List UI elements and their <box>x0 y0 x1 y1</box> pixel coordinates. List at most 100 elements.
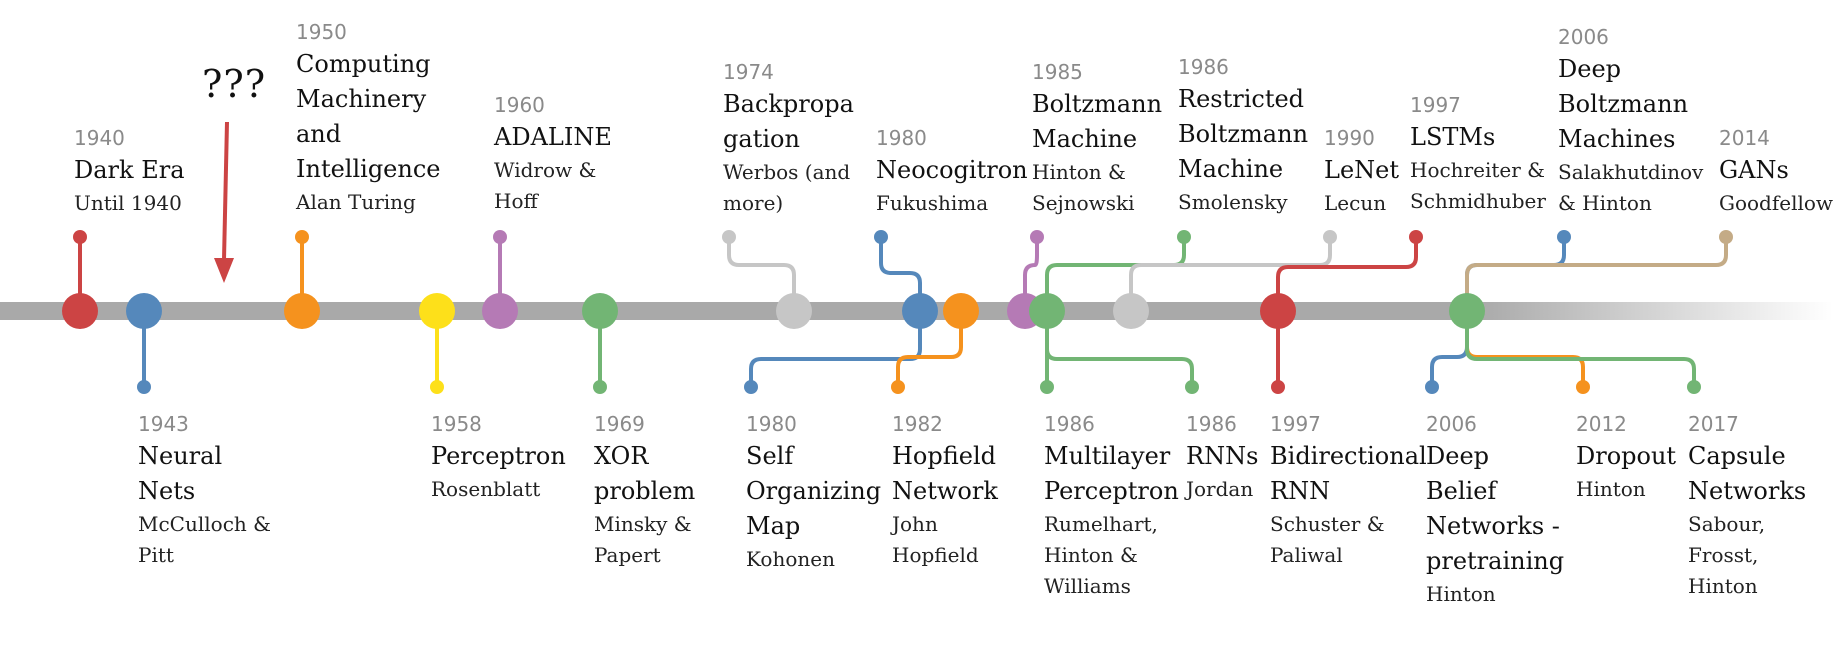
event-title: LeNet <box>1324 156 1399 184</box>
node-1958 <box>419 293 455 329</box>
connector-end-dot-top <box>1557 230 1571 244</box>
connector-2017 <box>1465 309 1696 389</box>
connector-end-dot-top <box>493 230 507 244</box>
event-year: 1943 <box>138 412 189 436</box>
connector-end-dot-top <box>722 230 736 244</box>
event-title: LSTMs <box>1410 123 1496 151</box>
event-year: 1980 <box>746 412 797 436</box>
event-title: Neural Nets <box>138 442 223 505</box>
unknown-era-arrow <box>214 121 234 283</box>
event-1997-lstms: 1997 LSTMs Hochreiter & Schmidhuber <box>1410 90 1555 217</box>
connector-end-dot-bottom <box>1040 380 1054 394</box>
node-1974 <box>776 293 812 329</box>
event-year: 1990 <box>1324 126 1375 150</box>
event-author: Sabour, Frosst, Hinton <box>1688 512 1766 598</box>
event-title: GANs <box>1719 156 1789 184</box>
event-title: Deep Belief Networks - pretraining <box>1426 442 1565 575</box>
event-1943-neural-nets: 1943 Neural Nets McCulloch & Pitt <box>138 409 283 571</box>
node-2006 <box>1449 293 1485 329</box>
event-1980-self-organizing-map: 1980 Self Organizing Map Kohonen <box>746 409 882 575</box>
node-1940 <box>62 293 98 329</box>
connector-2006-dbm <box>1465 235 1566 313</box>
event-1990-lenet: 1990 LeNet Lecun <box>1324 123 1404 219</box>
connector-1997-lstm <box>1276 235 1418 313</box>
event-title: Capsule Networks <box>1688 442 1807 505</box>
connector-end-dot-top <box>295 230 309 244</box>
event-year: 1974 <box>723 60 774 84</box>
event-title: Self Organizing Map <box>746 442 882 540</box>
event-author: Minsky & Papert <box>594 512 692 567</box>
connector-end-dot-bottom <box>430 380 444 394</box>
event-author: Hochreiter & Schmidhuber <box>1410 158 1546 213</box>
event-1960-adaline: 1960 ADALINE Widrow & Hoff <box>494 90 614 217</box>
event-year: 1985 <box>1032 60 1083 84</box>
connector-end-dot-bottom <box>891 380 905 394</box>
event-year: 2014 <box>1719 126 1770 150</box>
event-author: Until 1940 <box>74 191 182 215</box>
event-title: Perceptron <box>431 442 566 470</box>
node-1960 <box>482 293 518 329</box>
event-author: Kohonen <box>746 547 835 571</box>
event-year: 2006 <box>1558 25 1609 49</box>
connector-1980-neocogitron <box>879 235 922 313</box>
event-year: 1986 <box>1186 412 1237 436</box>
node-1943 <box>126 293 162 329</box>
connector-end-dot-top <box>1323 230 1337 244</box>
event-title: Restricted Boltzmann Machine <box>1178 85 1309 183</box>
event-title: Dark Era <box>74 156 185 184</box>
event-1982-hopfield-network: 1982 Hopfield Network John Hopfield <box>892 409 1027 571</box>
connector-end-dot-top <box>1409 230 1423 244</box>
node-1990 <box>1113 293 1149 329</box>
connector-end-dot-bottom <box>1185 380 1199 394</box>
event-author: Smolensky <box>1178 190 1288 214</box>
connector-end-dots <box>73 230 1733 394</box>
event-1986-restricted-boltzmann: 1986 Restricted Boltzmann Machine Smolen… <box>1178 52 1313 218</box>
event-year: 1986 <box>1178 55 1229 79</box>
connector-end-dot-top <box>874 230 888 244</box>
unknown-era-marker: ??? <box>202 62 267 106</box>
connector-end-dot-bottom <box>593 380 607 394</box>
connector-1980-som <box>749 309 922 389</box>
connector-end-dot-bottom <box>1271 380 1285 394</box>
event-2012-dropout: 2012 Dropout Hinton <box>1576 409 1686 505</box>
event-title: Hopfield Network <box>892 442 998 505</box>
event-author: Schuster & Paliwal <box>1270 512 1385 567</box>
event-title: Computing Machinery and Intelligence <box>296 50 441 183</box>
event-year: 1969 <box>594 412 645 436</box>
node-1950 <box>284 293 320 329</box>
event-title: Multilayer Perceptron <box>1044 442 1179 505</box>
connector-1982 <box>896 309 963 389</box>
event-1974-backpropagation: 1974 Backpropagation Werbos (and more) <box>723 57 861 219</box>
event-title: Deep Boltzmann Machines <box>1558 55 1689 153</box>
event-author: Hinton <box>1426 582 1496 606</box>
connector-end-dot-bottom <box>1687 380 1701 394</box>
timeline-nodes <box>62 293 1485 329</box>
node-1982 <box>943 293 979 329</box>
connector-end-dot-top <box>73 230 87 244</box>
event-year: 2012 <box>1576 412 1627 436</box>
connector-2014 <box>1465 235 1728 313</box>
connector-end-dot-bottom <box>1576 380 1590 394</box>
event-1985-boltzmann-machine: 1985 Boltzmann Machine Hinton & Sejnowsk… <box>1032 57 1163 219</box>
connector-lines <box>78 235 1728 389</box>
event-1969-xor-problem: 1969 XOR problem Minsky & Papert <box>594 409 744 571</box>
event-year: 1980 <box>876 126 927 150</box>
event-year: 1960 <box>494 93 545 117</box>
event-1958-perceptron: 1958 Perceptron Rosenblatt <box>431 409 586 505</box>
event-year: 1982 <box>892 412 943 436</box>
event-author: Goodfellow <box>1719 191 1833 215</box>
event-author: Hinton & Sejnowski <box>1032 160 1135 215</box>
event-author: Werbos (and more) <box>723 160 851 215</box>
event-author: Jordan <box>1186 477 1254 501</box>
event-author: Rumelhart, Hinton & Williams <box>1044 512 1158 598</box>
event-year: 1997 <box>1410 93 1461 117</box>
event-1950-computing-machinery: 1950 Computing Machinery and Intelligenc… <box>296 17 441 218</box>
event-author: Rosenblatt <box>431 477 541 501</box>
event-year: 1997 <box>1270 412 1321 436</box>
event-title: Boltzmann Machine <box>1032 90 1163 153</box>
event-author: Hinton <box>1576 477 1646 501</box>
connector-end-dot-top <box>1719 230 1733 244</box>
event-1940-dark-era: 1940 Dark Era Until 1940 <box>74 123 204 219</box>
connector-end-dot-top <box>1030 230 1044 244</box>
event-title: Backpropagation <box>723 90 854 153</box>
